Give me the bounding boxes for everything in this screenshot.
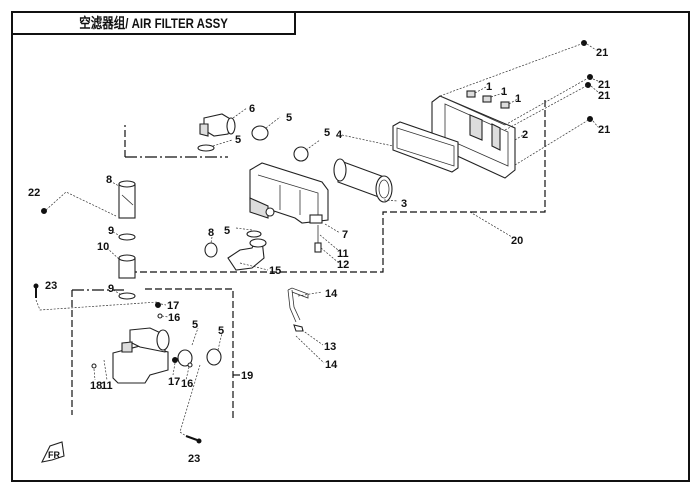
callout-14: 14 <box>325 288 338 300</box>
callout-7: 7 <box>342 229 348 241</box>
callout-9: 9 <box>108 225 114 237</box>
clamp-part-9b <box>118 292 136 300</box>
nut-part-17b <box>172 357 178 363</box>
callout-10: 10 <box>97 241 109 253</box>
filter-element-part-3 <box>333 158 393 203</box>
callout-5: 5 <box>218 325 224 337</box>
callout-22: 22 <box>28 187 40 199</box>
gasket-part-4 <box>392 121 459 173</box>
callout-16: 16 <box>168 312 180 324</box>
callout-18: 18 <box>90 380 102 392</box>
callout-3: 3 <box>401 198 407 210</box>
intake-box-part-19 <box>112 327 170 384</box>
callout-21: 21 <box>598 90 610 102</box>
callout-5: 5 <box>235 134 241 146</box>
elbow-hose-part-6 <box>199 113 236 137</box>
callout-23: 23 <box>45 280 57 292</box>
screw-part-21 <box>581 40 593 122</box>
callout-13: 13 <box>324 341 336 353</box>
callout-17: 17 <box>167 300 179 312</box>
callout-1: 1 <box>515 93 521 105</box>
drawing-title: 空滤器组/ AIR FILTER ASSY <box>79 15 228 31</box>
assembly-20-boundary <box>130 100 546 273</box>
washer-part-16a <box>157 313 163 319</box>
sleeve-part-10 <box>118 254 136 279</box>
tube-part-8 <box>118 180 136 219</box>
bolt-part-23a <box>33 283 39 298</box>
callout-23: 23 <box>188 453 200 465</box>
screw-part-18 <box>91 363 97 369</box>
callout-5: 5 <box>324 127 330 139</box>
bolt-part-23b <box>185 435 202 444</box>
callout-11: 11 <box>337 248 349 260</box>
drawing-frame <box>11 11 690 482</box>
front-direction-marker: FR <box>41 441 65 463</box>
elbow-hose-part-15 <box>227 238 267 271</box>
callout-15: 15 <box>269 265 281 277</box>
leader-lines <box>35 42 599 437</box>
callout-21: 21 <box>598 79 610 91</box>
hose-clamp-part-5 <box>177 125 309 367</box>
callout-4: 4 <box>336 129 343 141</box>
drain-parts <box>314 225 322 253</box>
callout-5: 5 <box>192 319 198 331</box>
callout-21: 21 <box>598 124 610 136</box>
bolt-part-22 <box>41 208 47 214</box>
airbox-cover-part-2 <box>431 95 516 179</box>
callout-14: 14 <box>325 359 338 371</box>
clamp-part-8b <box>204 242 218 258</box>
callout-12: 12 <box>337 259 349 271</box>
nut-part-17a <box>155 302 161 308</box>
callout-2: 2 <box>522 129 528 141</box>
callout-9: 9 <box>108 283 114 295</box>
clamp-part-9a <box>118 233 136 241</box>
callout-16: 16 <box>181 378 193 390</box>
breather-hose-part-13 <box>287 287 309 332</box>
callout-8: 8 <box>106 174 112 186</box>
callout-21: 21 <box>596 47 608 59</box>
callout-19: 19 <box>241 370 253 382</box>
callout-5: 5 <box>286 112 292 124</box>
front-marker-label: FR <box>48 450 60 460</box>
callout-1: 1 <box>486 81 492 93</box>
callout-5: 5 <box>224 225 230 237</box>
callout-11: 11 <box>101 380 113 392</box>
callout-1: 1 <box>501 86 507 98</box>
callout-6: 6 <box>249 103 255 115</box>
airbox-housing <box>249 162 329 224</box>
callout-17: 17 <box>168 376 180 388</box>
washer-part-16b <box>187 362 193 368</box>
title-block: 空滤器组/ AIR FILTER ASSY <box>11 11 296 35</box>
clip-part-1 <box>466 90 510 109</box>
callout-8: 8 <box>208 227 214 239</box>
callout-20: 20 <box>511 235 523 247</box>
